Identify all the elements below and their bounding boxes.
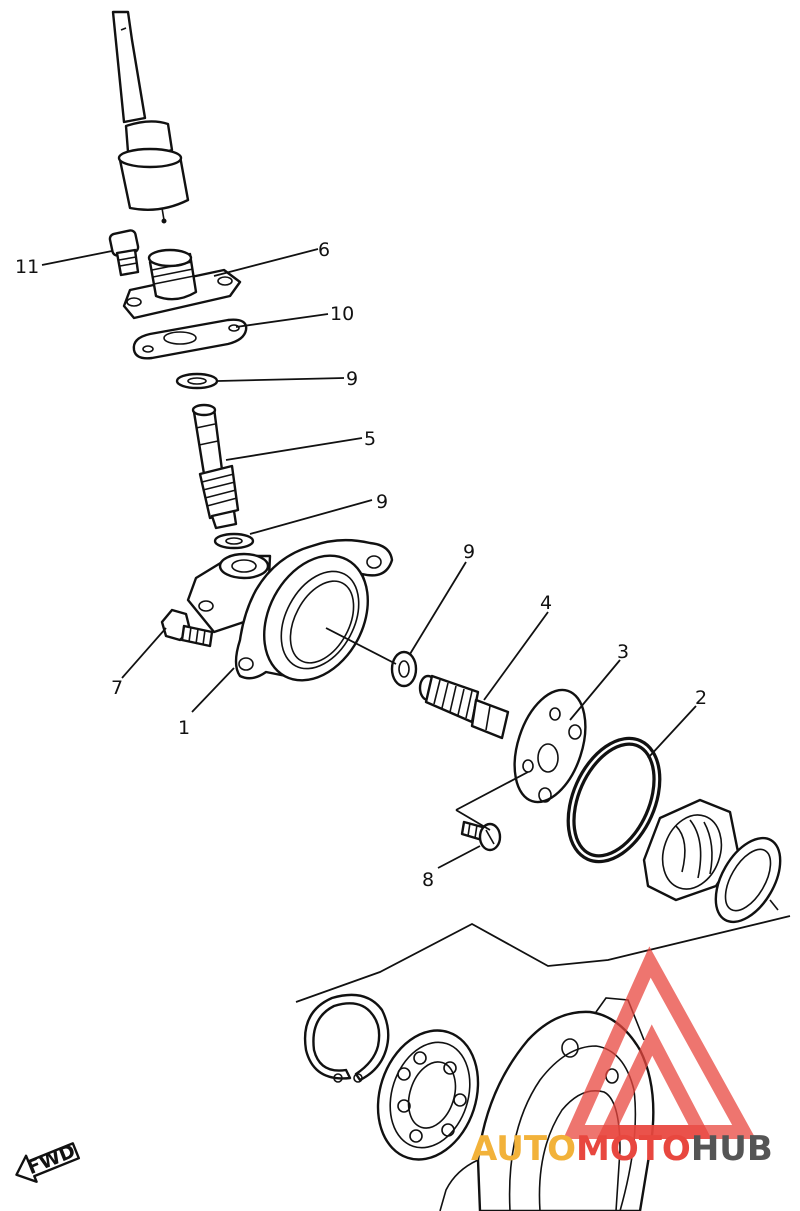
part-8-screw	[460, 820, 502, 852]
watermark-hub: HUB	[691, 1129, 773, 1169]
part-9-washer-top	[175, 372, 219, 390]
watermark-logo-text: AUTOMOTOHUB	[471, 1129, 773, 1169]
fwd-arrow: FWD	[15, 1140, 81, 1183]
callout-labels: 1 2 3 4 5 6 7 8 9 9 9 10 11	[15, 239, 707, 891]
circlip	[303, 993, 390, 1083]
assembly-bracket-line	[295, 915, 791, 1003]
callout-9-middle: 9	[376, 491, 388, 513]
leader-lines	[41, 248, 697, 869]
part-1-gear-housing	[186, 538, 394, 682]
callout-4: 4	[540, 592, 552, 614]
part-4-drive-gear	[418, 674, 510, 740]
part-3-plate	[513, 688, 587, 804]
part-2-o-ring	[566, 736, 662, 864]
part-11-bolt	[108, 229, 140, 277]
callout-9-top: 9	[346, 368, 358, 390]
part-6-housing	[122, 248, 242, 320]
part-10-gasket	[132, 318, 248, 360]
watermark-auto: AUTO	[471, 1129, 576, 1169]
bearing	[376, 1029, 480, 1161]
callout-11: 11	[15, 256, 39, 278]
callout-2: 2	[695, 687, 707, 709]
part-7-bolt	[160, 608, 214, 648]
callout-8: 8	[422, 869, 434, 891]
watermark: AUTOMOTOHUB	[471, 946, 773, 1169]
part-9-washer-right	[390, 650, 418, 688]
callout-6: 6	[318, 239, 330, 261]
watermark-moto: MOTO	[576, 1129, 691, 1169]
speedometer-cable	[111, 10, 190, 224]
callout-9-right: 9	[463, 541, 475, 563]
fwd-arrow-label: FWD	[24, 1140, 78, 1179]
callout-5: 5	[364, 428, 376, 450]
callout-10: 10	[330, 303, 354, 325]
callout-7: 7	[111, 677, 123, 699]
lock-washer	[714, 836, 782, 924]
callout-3: 3	[617, 641, 629, 663]
part-5-driven-gear	[191, 403, 240, 530]
part-9-washer-middle	[213, 532, 255, 550]
callout-1: 1	[178, 717, 190, 739]
